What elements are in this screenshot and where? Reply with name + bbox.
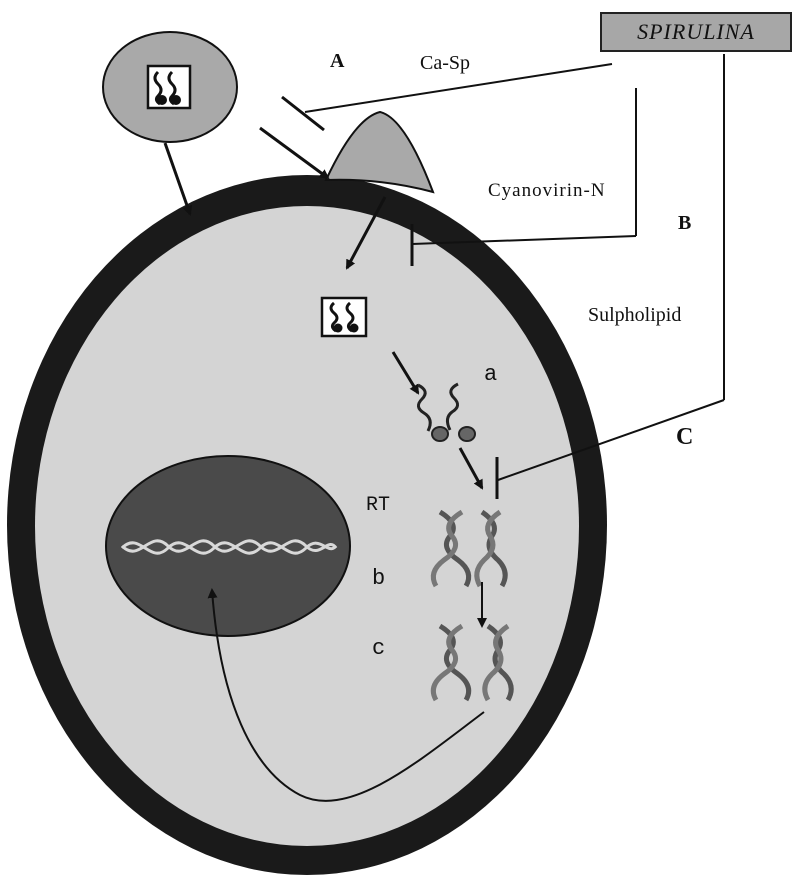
label-step-c: c — [372, 636, 385, 661]
spirulina-box: SPIRULINA — [600, 12, 792, 52]
label-step-b: b — [372, 566, 385, 591]
label-letter-a: A — [330, 50, 344, 73]
label-cyanovirin-n: Cyanovirin-N — [488, 180, 606, 202]
arrow-virus-membrane — [165, 143, 190, 214]
label-step-a: a — [484, 362, 497, 387]
label-ca-sp: Ca-Sp — [420, 52, 470, 75]
uncoated-rna-icon — [322, 298, 366, 336]
arrow-virus-receptor — [260, 128, 328, 178]
label-sulpholipid: Sulpholipid — [588, 304, 681, 327]
label-rt: RT — [366, 494, 390, 517]
label-letter-c: C — [676, 424, 693, 451]
label-letter-b: B — [678, 212, 691, 235]
cell-receptor — [326, 112, 433, 192]
spirulina-label: SPIRULINA — [637, 19, 755, 45]
viral-rna-icon — [148, 66, 190, 108]
